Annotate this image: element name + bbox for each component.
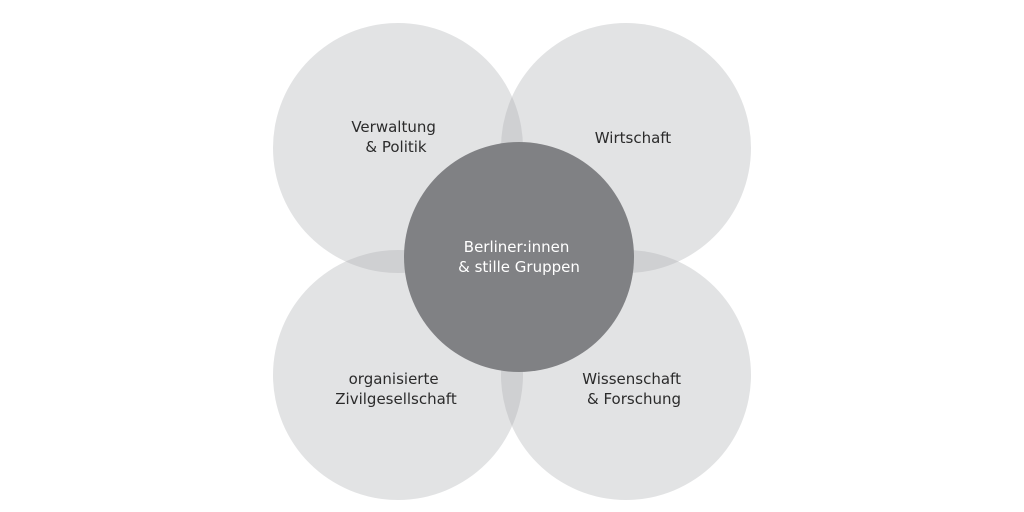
label-zivilgesellschaft: organisierte Zivilgesellschaft (335, 370, 457, 408)
circle-berliner-innen (404, 142, 634, 372)
label-berliner-innen: Berliner:innen & stille Gruppen (458, 238, 580, 276)
label-verwaltung-politik: Verwaltung & Politik (351, 118, 440, 156)
label-wissenschaft-forschung: Wissenschaft & Forschung (582, 370, 685, 408)
label-wirtschaft: Wirtschaft (595, 129, 671, 147)
